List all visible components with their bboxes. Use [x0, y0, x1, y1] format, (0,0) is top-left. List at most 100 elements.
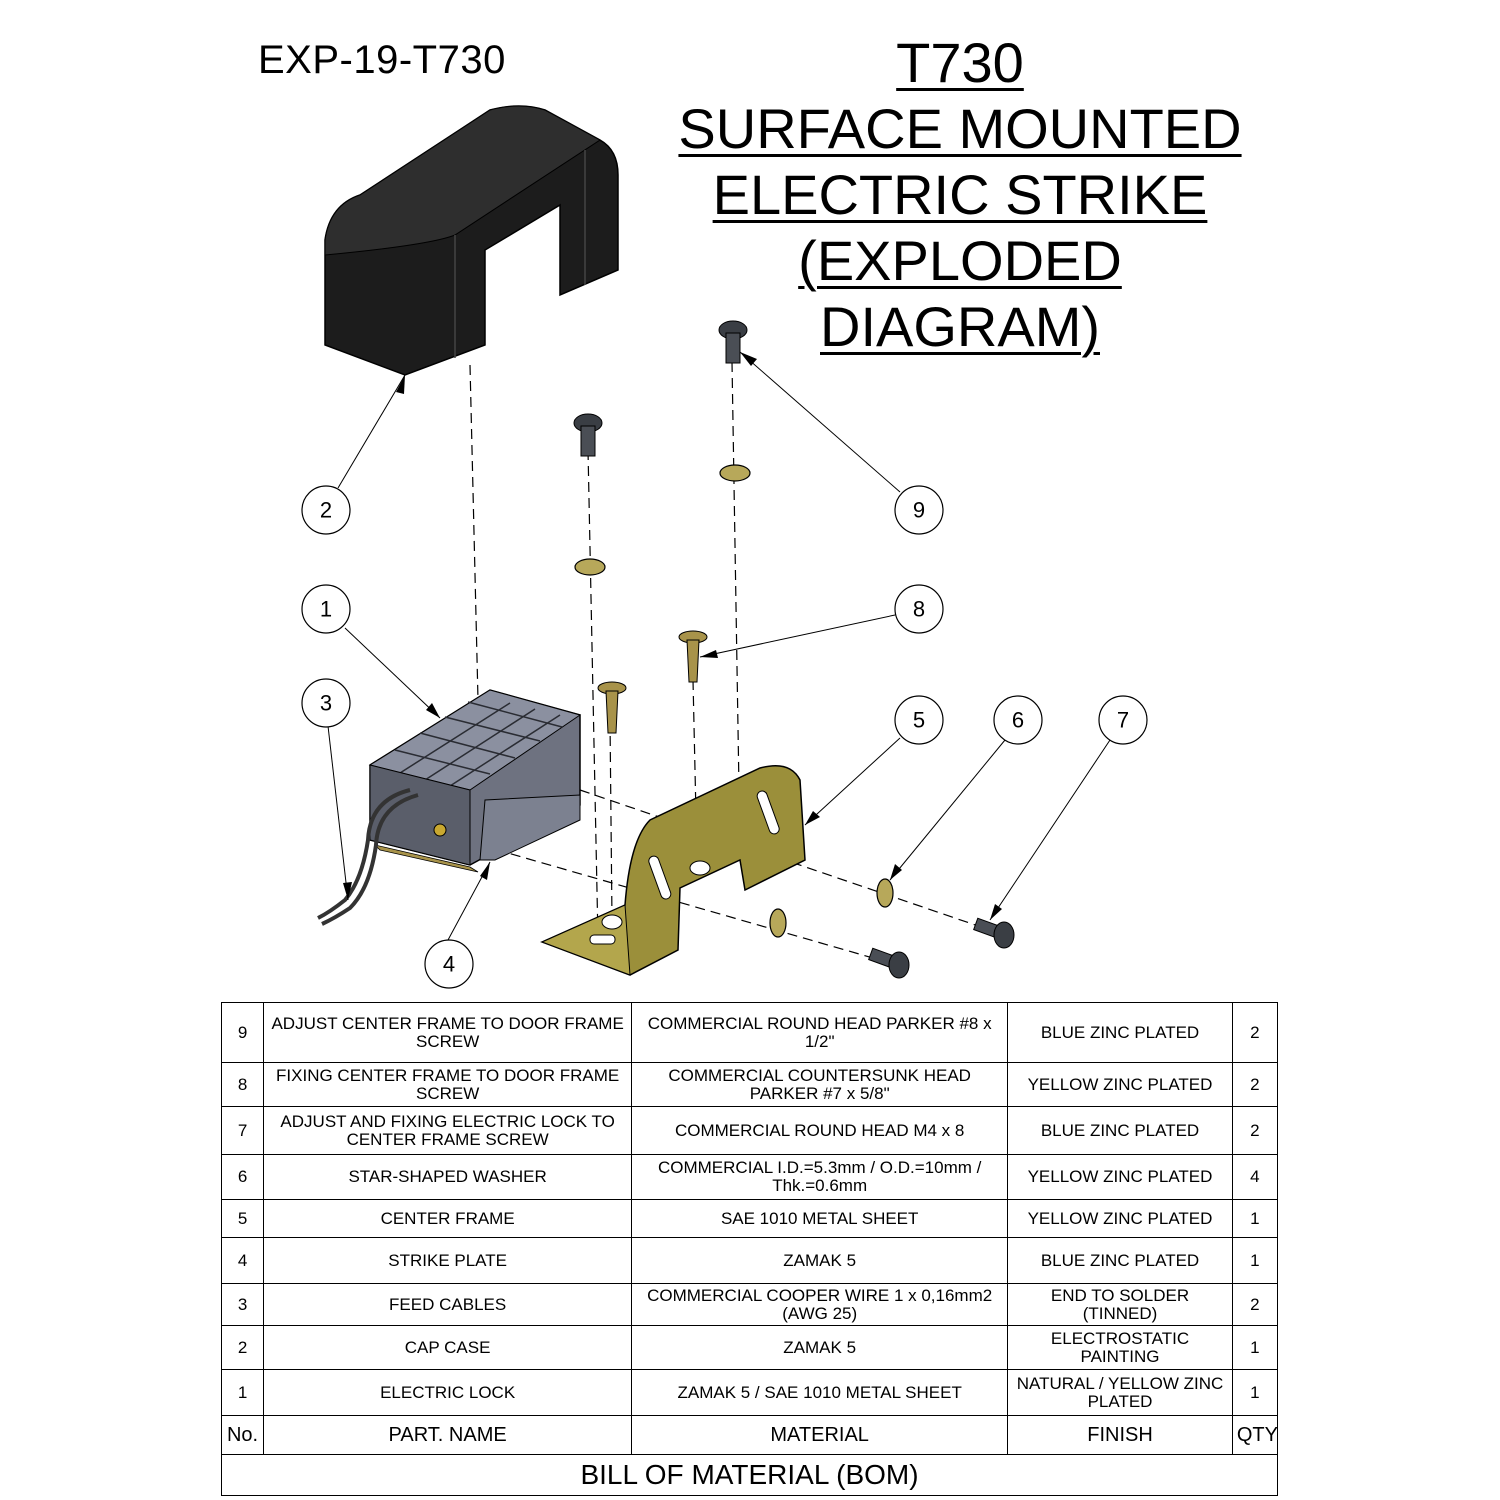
- bom-material: COMMERCIAL ROUND HEAD M4 x 8: [631, 1106, 1009, 1155]
- callout-balloons: [301, 485, 1148, 989]
- screw-right-alignment-line: [731, 361, 741, 851]
- table-row: 3 FEED CABLES COMMERCIAL COOPER WIRE 1 x…: [220, 1283, 1279, 1326]
- header-no: No.: [220, 1415, 265, 1455]
- bom-qty: 1: [1231, 1199, 1279, 1238]
- bom-finish: END TO SOLDER (TINNED): [1007, 1283, 1233, 1326]
- title-line-3: ELECTRIC STRIKE: [712, 163, 1208, 226]
- bom-material: COMMERCIAL COOPER WIRE 1 x 0,16mm2 (AWG …: [631, 1283, 1009, 1326]
- electric-lock-part: [368, 689, 582, 873]
- brass-screw-left-line: [609, 719, 613, 921]
- screw-left-alignment-line: [587, 449, 599, 941]
- countersunk-screw-right: [678, 630, 708, 683]
- table-row: 5 CENTER FRAME SAE 1010 METAL SHEET YELL…: [220, 1199, 1279, 1238]
- round-head-screw-top: [718, 320, 748, 364]
- title-line-2: SURFACE MOUNTED: [678, 97, 1242, 160]
- bom-no: 7: [220, 1106, 265, 1155]
- cap-alignment-line: [469, 364, 479, 701]
- bom-part-name: STAR-SHAPED WASHER: [263, 1154, 633, 1200]
- bom-finish: BLUE ZINC PLATED: [1007, 1106, 1233, 1155]
- callout-label-8: 8: [913, 597, 925, 622]
- callout-balloon-7: [1098, 695, 1148, 745]
- bom-part-name: CENTER FRAME: [263, 1199, 633, 1238]
- leader-lines: [327, 351, 1111, 941]
- bom-material: ZAMAK 5: [631, 1325, 1009, 1370]
- callout-label-7: 7: [1117, 708, 1129, 733]
- callout-label-4: 4: [443, 952, 455, 977]
- bill-of-material-table: 9 ADJUST CENTER FRAME TO DOOR FRAME SCRE…: [220, 1002, 1279, 1496]
- countersunk-screw-left: [597, 681, 627, 734]
- bom-part-name: ELECTRIC LOCK: [263, 1369, 633, 1416]
- star-washers: [574, 464, 894, 938]
- assembly-lines: [469, 361, 991, 961]
- bom-part-name: FEED CABLES: [263, 1283, 633, 1326]
- header-part-name: PART. NAME: [263, 1415, 633, 1455]
- leader-arrows: [343, 352, 1002, 920]
- m4-screw-lower: [868, 947, 910, 979]
- bom-qty: 2: [1231, 1062, 1279, 1107]
- bom-finish: BLUE ZINC PLATED: [1007, 1002, 1233, 1063]
- drawing-title: T730 SURFACE MOUNTED ELECTRIC STRIKE (EX…: [620, 30, 1300, 360]
- bom-finish: BLUE ZINC PLATED: [1007, 1237, 1233, 1284]
- bom-part-name: ADJUST AND FIXING ELECTRIC LOCK TO CENTE…: [263, 1106, 633, 1155]
- feed-cables-part: [317, 788, 419, 926]
- table-row: 7 ADJUST AND FIXING ELECTRIC LOCK TO CEN…: [220, 1106, 1279, 1155]
- bom-qty: 1: [1231, 1369, 1279, 1416]
- table-row: 6 STAR-SHAPED WASHER COMMERCIAL I.D.=5.3…: [220, 1154, 1279, 1200]
- bom-finish: ELECTROSTATIC PAINTING: [1007, 1325, 1233, 1370]
- bom-caption: BILL OF MATERIAL (BOM): [221, 1454, 1278, 1496]
- bom-material: SAE 1010 METAL SHEET: [631, 1199, 1009, 1238]
- bom-qty: 4: [1231, 1154, 1279, 1200]
- table-row: 8 FIXING CENTER FRAME TO DOOR FRAME SCRE…: [220, 1062, 1279, 1107]
- bom-part-name: CAP CASE: [263, 1325, 633, 1370]
- bom-material: COMMERCIAL COUNTERSUNK HEAD PARKER #7 x …: [631, 1062, 1009, 1107]
- round-head-screw-left: [573, 413, 603, 457]
- bom-no: 5: [220, 1199, 265, 1238]
- bom-material: ZAMAK 5: [631, 1237, 1009, 1284]
- title-line-model: T730: [896, 31, 1024, 94]
- table-row: 2 CAP CASE ZAMAK 5 ELECTROSTATIC PAINTIN…: [220, 1325, 1279, 1370]
- callout-balloon-6: [993, 695, 1043, 745]
- bom-finish: YELLOW ZINC PLATED: [1007, 1154, 1233, 1200]
- bom-header-row: No. PART. NAME MATERIAL FINISH QTY: [220, 1415, 1279, 1455]
- callout-balloon-1: [301, 584, 351, 634]
- callout-balloon-9: [894, 485, 944, 535]
- bom-no: 1: [220, 1369, 265, 1416]
- bom-finish: YELLOW ZINC PLATED: [1007, 1062, 1233, 1107]
- title-line-5: DIAGRAM): [820, 295, 1100, 358]
- callout-balloon-4: [424, 939, 474, 989]
- callout-balloon-3: [301, 678, 351, 728]
- callout-label-6: 6: [1012, 708, 1024, 733]
- callout-label-5: 5: [913, 708, 925, 733]
- bom-part-name: STRIKE PLATE: [263, 1237, 633, 1284]
- bom-part-name: FIXING CENTER FRAME TO DOOR FRAME SCREW: [263, 1062, 633, 1107]
- center-frame-part: [540, 765, 806, 976]
- callout-balloon-8: [894, 584, 944, 634]
- header-finish: FINISH: [1007, 1415, 1233, 1455]
- bom-material: ZAMAK 5 / SAE 1010 METAL SHEET: [631, 1369, 1009, 1416]
- bom-material: COMMERCIAL ROUND HEAD PARKER #8 x 1/2": [631, 1002, 1009, 1063]
- table-row: 1 ELECTRIC LOCK ZAMAK 5 / SAE 1010 METAL…: [220, 1369, 1279, 1416]
- callout-label-3: 3: [320, 691, 332, 716]
- exploded-diagram: 1 2 3 4 5 6 7 8 9: [301, 105, 1148, 989]
- bom-no: 4: [220, 1237, 265, 1284]
- document-id: EXP-19-T730: [258, 38, 506, 82]
- cap-case-part: [324, 105, 619, 376]
- callout-label-2: 2: [320, 498, 332, 523]
- bom-finish: YELLOW ZINC PLATED: [1007, 1199, 1233, 1238]
- callout-label-1: 1: [320, 597, 332, 622]
- bom-qty: 2: [1231, 1106, 1279, 1155]
- title-line-4: (EXPLODED: [798, 229, 1122, 292]
- bom-part-name: ADJUST CENTER FRAME TO DOOR FRAME SCREW: [263, 1002, 633, 1063]
- callout-label-9: 9: [913, 498, 925, 523]
- table-row: 9 ADJUST CENTER FRAME TO DOOR FRAME SCRE…: [220, 1002, 1279, 1063]
- bom-caption-row: BILL OF MATERIAL (BOM): [221, 1454, 1278, 1496]
- bom-finish: NATURAL / YELLOW ZINC PLATED: [1007, 1369, 1233, 1416]
- bom-qty: 2: [1231, 1002, 1279, 1063]
- callout-balloon-5: [894, 695, 944, 745]
- bom-no: 9: [220, 1002, 265, 1063]
- header-material: MATERIAL: [631, 1415, 1009, 1455]
- callout-balloon-2: [301, 485, 351, 535]
- header-qty: QTY: [1231, 1415, 1279, 1455]
- bom-material: COMMERCIAL I.D.=5.3mm / O.D.=10mm / Thk.…: [631, 1154, 1009, 1200]
- bom-qty: 1: [1231, 1237, 1279, 1284]
